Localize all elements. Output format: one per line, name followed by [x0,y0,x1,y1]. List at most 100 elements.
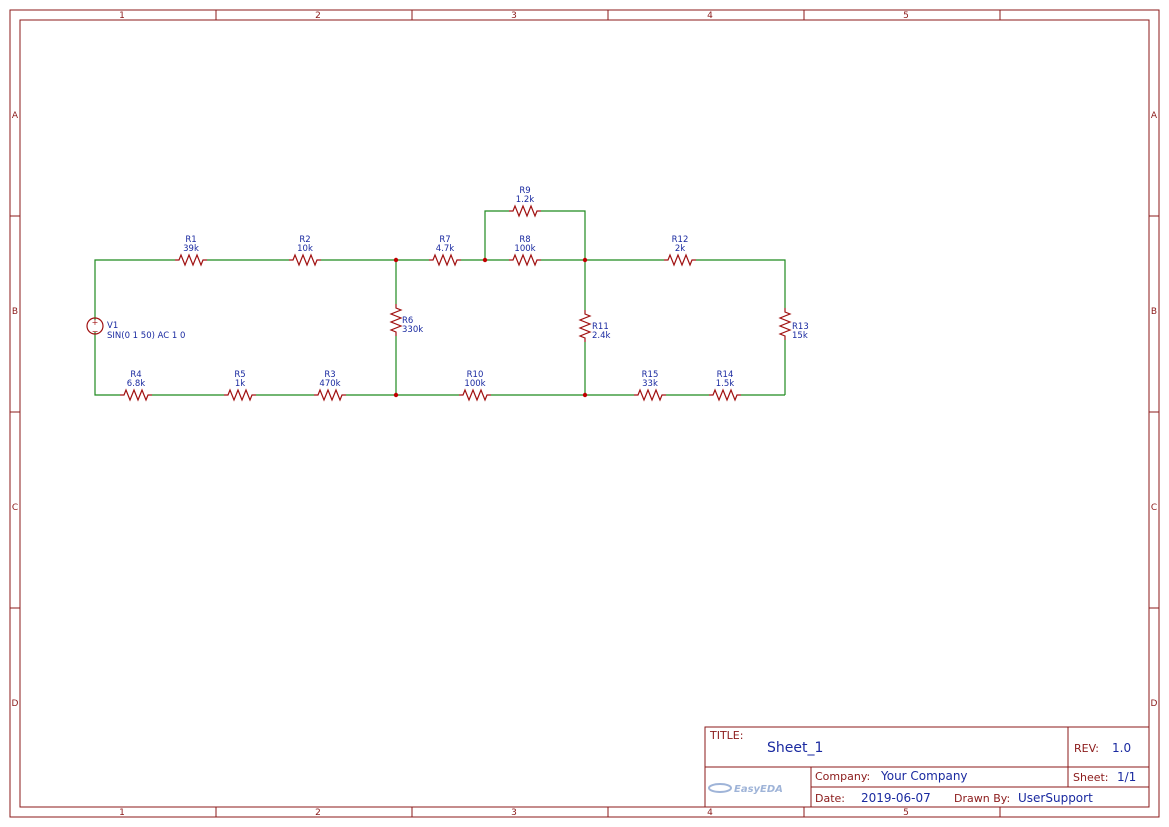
resistor-symbol [778,308,792,340]
resistor-symbol [664,253,696,267]
resistor-r2[interactable]: R2 10k [289,235,321,267]
title-label: TITLE: [709,729,743,742]
r11-ref: R11 [592,322,609,332]
sheet-value: 1/1 [1117,770,1136,784]
date-value: 2019-06-07 [861,791,931,805]
r1-value: 39k [183,244,199,254]
easyeda-logo: EasyEDA [708,783,783,795]
r9-value: 1.2k [516,195,535,205]
r9-ref: R9 [519,186,530,196]
v1-ref: V1 [107,321,118,331]
sheet-title: Sheet_1 [767,740,823,756]
drawn-by-label: Drawn By: [954,792,1010,805]
r7-value: 4.7k [436,244,455,254]
r15-value: 33k [642,379,658,389]
r10-ref: R10 [467,370,484,380]
easyeda-logo-icon [708,783,732,793]
r12-value: 2k [675,244,685,254]
zone-row-a-right: A [1151,111,1158,121]
resistor-r6[interactable]: R6 330k [389,304,423,336]
company-value: Your Company [880,769,968,783]
r5-ref: R5 [234,370,245,380]
easyeda-logo-text: EasyEDA [734,784,783,795]
zone-col-4-bottom: 4 [707,808,713,818]
resistor-symbol [459,388,491,402]
zone-col-1-top: 1 [119,11,125,21]
r3-value: 470k [319,379,340,389]
resistor-symbol [509,253,541,267]
resistor-r8[interactable]: R8 100k [509,235,541,267]
inner-border [19,19,1150,808]
drawing-frame: 1 2 3 4 5 1 2 3 4 5 A B C D A B C D [9,9,1160,818]
resistor-r14[interactable]: R14 1.5k [709,370,741,402]
r3-ref: R3 [324,370,335,380]
zone-col-4-top: 4 [707,11,713,21]
r1-ref: R1 [185,235,196,245]
zone-col-1-bottom: 1 [119,808,125,818]
r13-value: 15k [792,331,808,341]
v1-value: SIN(0 1 50) AC 1 0 [107,331,185,341]
rev-value: 1.0 [1112,741,1131,755]
wires [94,210,786,396]
zone-col-5-bottom: 5 [903,808,909,818]
resistor-symbol [509,204,541,218]
r14-ref: R14 [717,370,734,380]
resistor-r5[interactable]: R5 1k [224,370,256,402]
r14-value: 1.5k [716,379,735,389]
wire-v1-r4 [94,332,120,396]
resistor-symbol [314,388,346,402]
wire-r9-left [484,210,509,260]
junctions [393,257,588,398]
resistor-r11[interactable]: R11 2.4k [578,310,611,342]
zone-row-c-left: C [12,503,18,513]
resistor-r7[interactable]: R7 4.7k [429,235,461,267]
zone-col-3-top: 3 [511,11,517,21]
resistor-r10[interactable]: R10 100k [459,370,491,402]
junction-dot [393,257,399,263]
r4-ref: R4 [130,370,141,380]
company-label: Company: [815,770,870,783]
zone-row-d-right: D [1151,699,1158,709]
resistor-r9[interactable]: R9 1.2k [509,186,541,218]
r7-ref: R7 [439,235,450,245]
voltage-source-icon [86,317,104,335]
zone-row-d-left: D [12,699,19,709]
resistor-r15[interactable]: R15 33k [634,370,666,402]
r13-ref: R13 [792,322,809,332]
r11-value: 2.4k [592,331,611,341]
zone-col-2-bottom: 2 [315,808,321,818]
resistor-symbol [175,253,207,267]
resistor-symbol [289,253,321,267]
svg-text:+: + [92,318,99,327]
zone-row-b-left: B [12,307,18,317]
resistor-symbol [709,388,741,402]
date-label: Date: [815,792,845,805]
zone-col-3-bottom: 3 [511,808,517,818]
r12-ref: R12 [672,235,689,245]
title-block: TITLE: Sheet_1 REV: 1.0 Company: Your Co… [704,726,1150,808]
r10-value: 100k [464,379,485,389]
zone-col-5-top: 5 [903,11,909,21]
resistor-symbol [120,388,152,402]
r2-value: 10k [297,244,313,254]
zone-row-b-right: B [1151,307,1157,317]
sheet-label: Sheet: [1073,771,1109,784]
junction-dot [582,392,588,398]
r6-ref: R6 [402,316,413,326]
resistor-r13[interactable]: R13 15k [778,308,809,341]
resistor-r4[interactable]: R4 6.8k [120,370,152,402]
junction-dot [393,392,399,398]
resistor-r12[interactable]: R12 2k [664,235,696,267]
voltage-source-v1[interactable]: + − V1 SIN(0 1 50) AC 1 0 [86,317,185,341]
resistor-symbol [578,310,592,342]
r5-value: 1k [235,379,245,389]
resistor-r3[interactable]: R3 470k [314,370,346,402]
drawn-by-value: UserSupport [1018,791,1093,805]
r4-value: 6.8k [127,379,146,389]
resistor-r1[interactable]: R1 39k [175,235,207,267]
resistor-symbol [634,388,666,402]
r8-ref: R8 [519,235,530,245]
r8-value: 100k [514,244,535,254]
junction-dot [482,257,488,263]
